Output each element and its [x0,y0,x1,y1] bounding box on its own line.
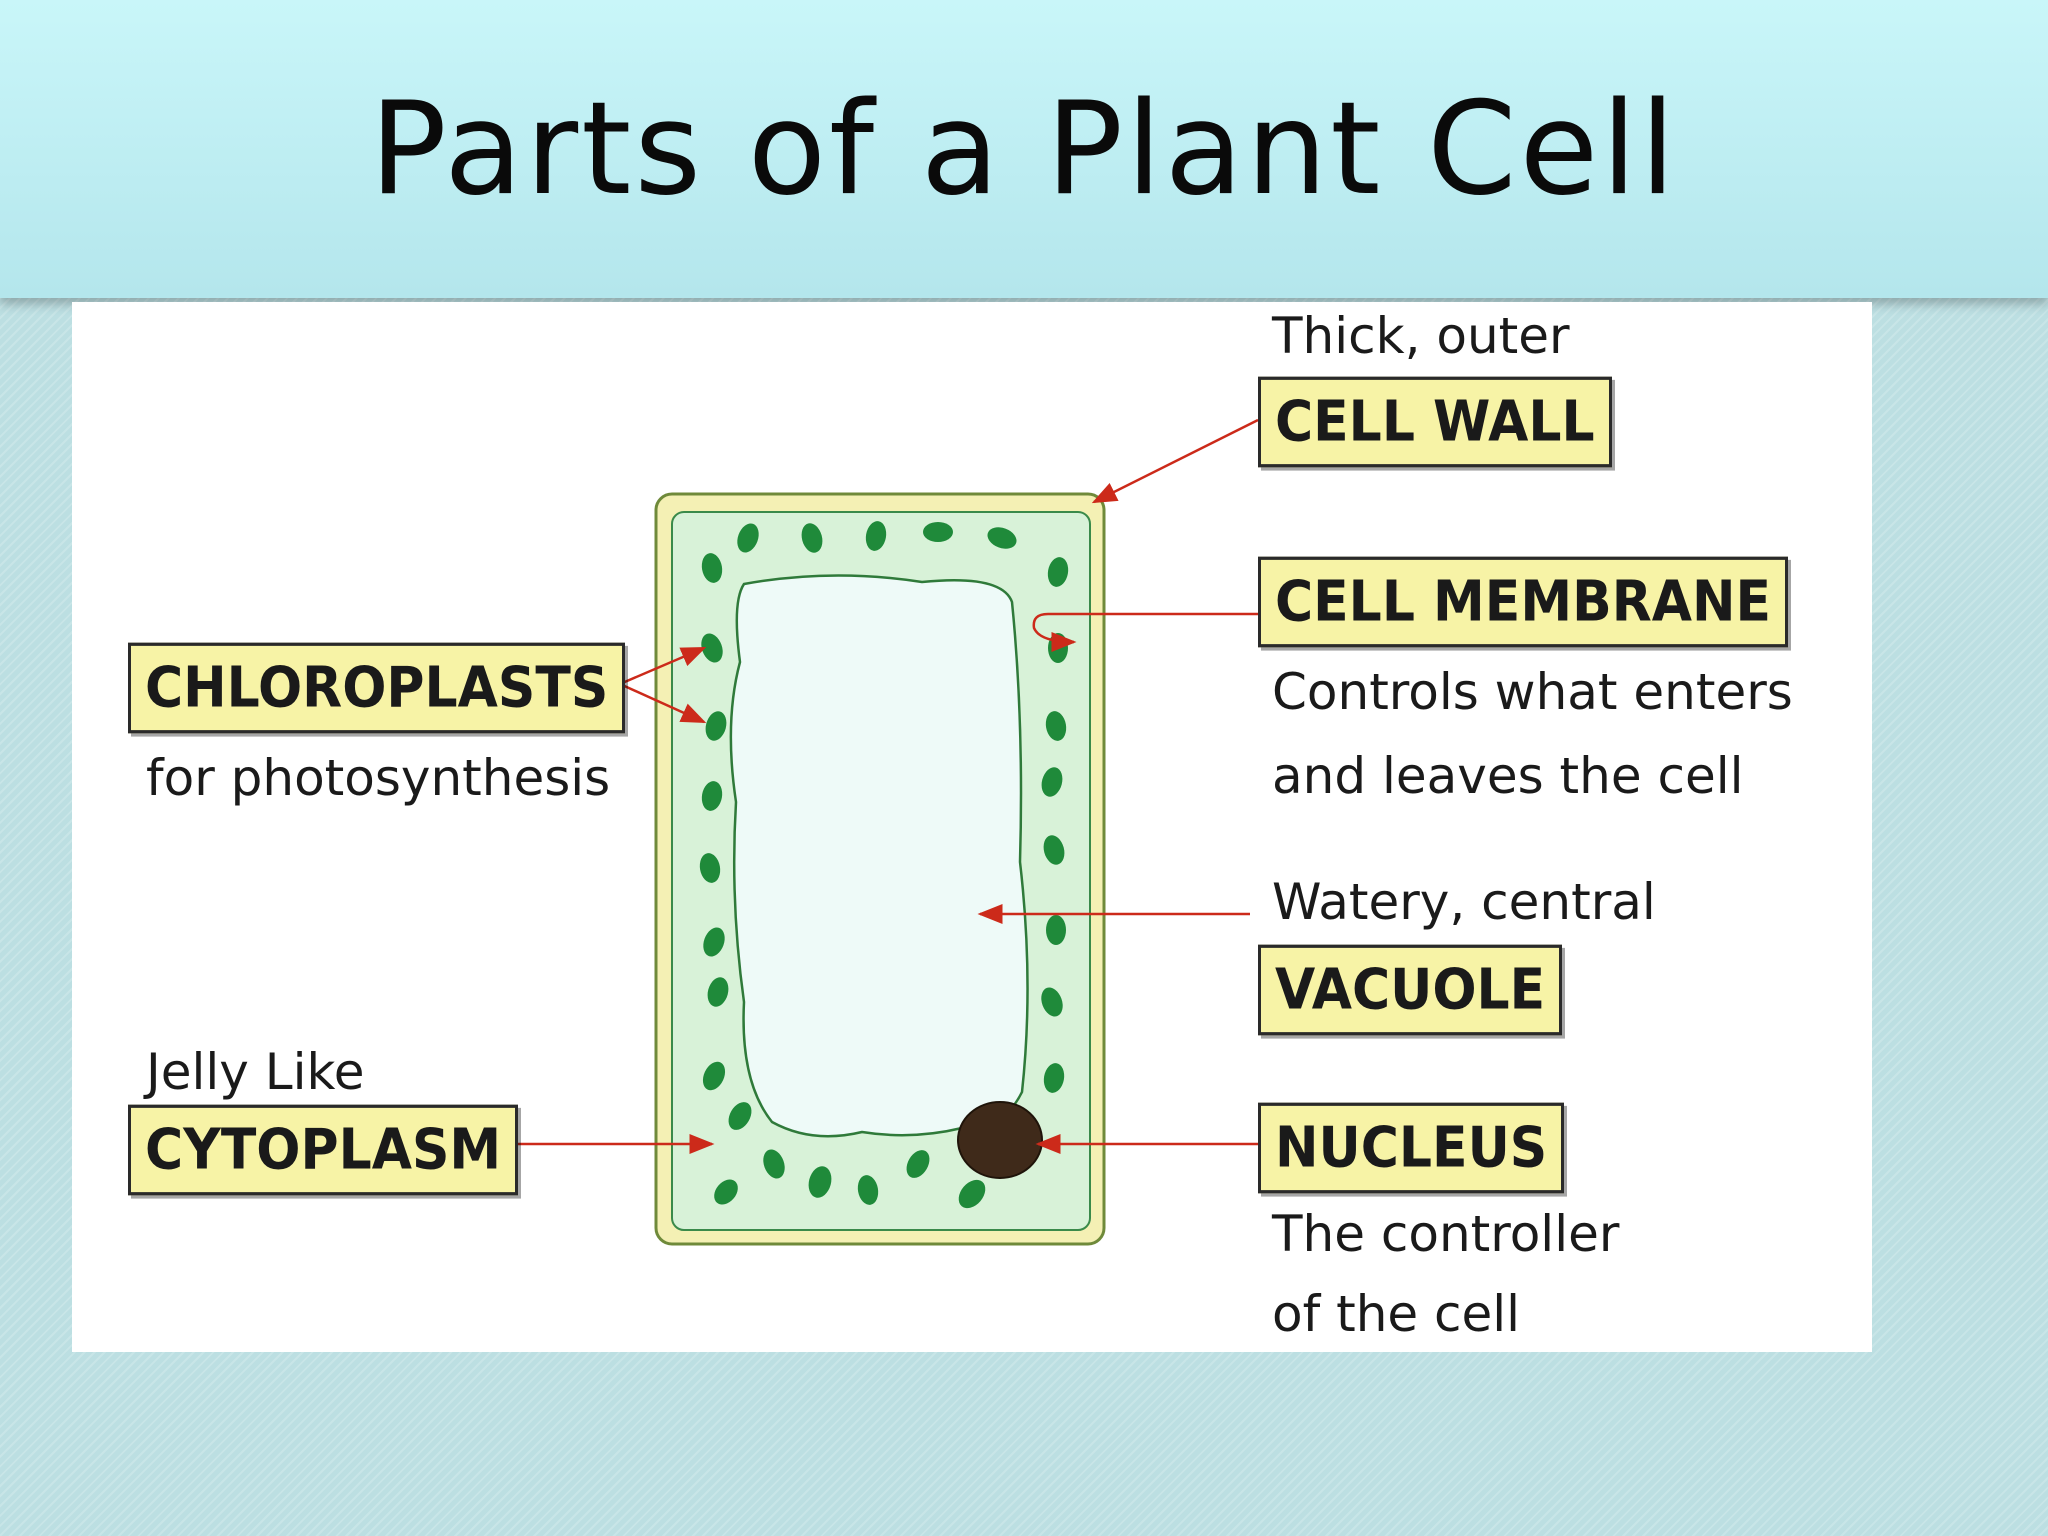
nucleus-description-line2: of the cell [1272,1285,1521,1343]
chloroplast [958,1179,986,1209]
chloroplast [1045,711,1067,741]
nucleus-label: NUCLEUS [1258,1102,1565,1194]
diagram-panel: Thick, outer CELL WALL CELL MEMBRANE Con… [72,302,1872,1352]
chloroplast [707,977,729,1007]
chloroplasts-description: for photosynthesis [146,749,611,807]
chloroplast [701,633,723,663]
cell-wall-label: CELL WALL [1258,376,1612,468]
chloroplast [801,523,823,553]
chloroplasts-arrow-lower [619,682,707,724]
chloroplast [763,1149,785,1179]
cytoplasm-label: CYTOPLASM [128,1104,519,1196]
title-bar: Parts of a Plant Cell [0,0,2048,298]
plant-cell-diagram [476,418,1259,1246]
chloroplast [702,1061,726,1091]
chloroplast [906,1150,930,1178]
chloroplast [865,521,887,551]
cell-wall-description: Thick, outer [1272,307,1570,365]
chloroplasts-arrow-upper [619,646,707,686]
chloroplast [701,781,723,811]
cell-membrane-description-line1: Controls what enters [1272,663,1793,721]
chloroplast [1043,1063,1065,1093]
chloroplast [1047,557,1069,587]
cell-membrane-description-line2: and leaves the cell [1272,747,1744,805]
chloroplast [728,1102,752,1130]
chloroplast [1043,835,1065,865]
chloroplast [857,1175,879,1205]
chloroplast [705,711,727,741]
chloroplast [808,1166,832,1198]
label-arrows [476,418,1259,1154]
chloroplast [1041,767,1063,797]
chloroplast [714,1179,738,1205]
chloroplast [1046,915,1066,945]
chloroplast [1041,987,1063,1017]
chloroplast [703,927,725,957]
chloroplasts-label: CHLOROPLASTS [128,642,626,734]
chloroplast [737,523,759,553]
cell-wall-arrow [1091,418,1259,504]
cell-membrane-arrow [1032,612,1258,652]
chloroplast [1048,633,1068,663]
vacuole-description: Watery, central [1272,873,1656,931]
chloroplast [699,853,721,883]
chloroplast [987,527,1017,549]
page-title: Parts of a Plant Cell [369,74,1679,224]
nucleus-description-line1: The controller [1272,1205,1620,1263]
vacuole-shape [729,574,1029,1138]
chloroplast [701,553,723,583]
nucleus-shape [957,1101,1043,1179]
cytoplasm-description: Jelly Like [146,1043,365,1101]
chloroplast [923,522,953,542]
cell-membrane-label: CELL MEMBRANE [1258,556,1789,648]
vacuole-label: VACUOLE [1258,944,1563,1036]
